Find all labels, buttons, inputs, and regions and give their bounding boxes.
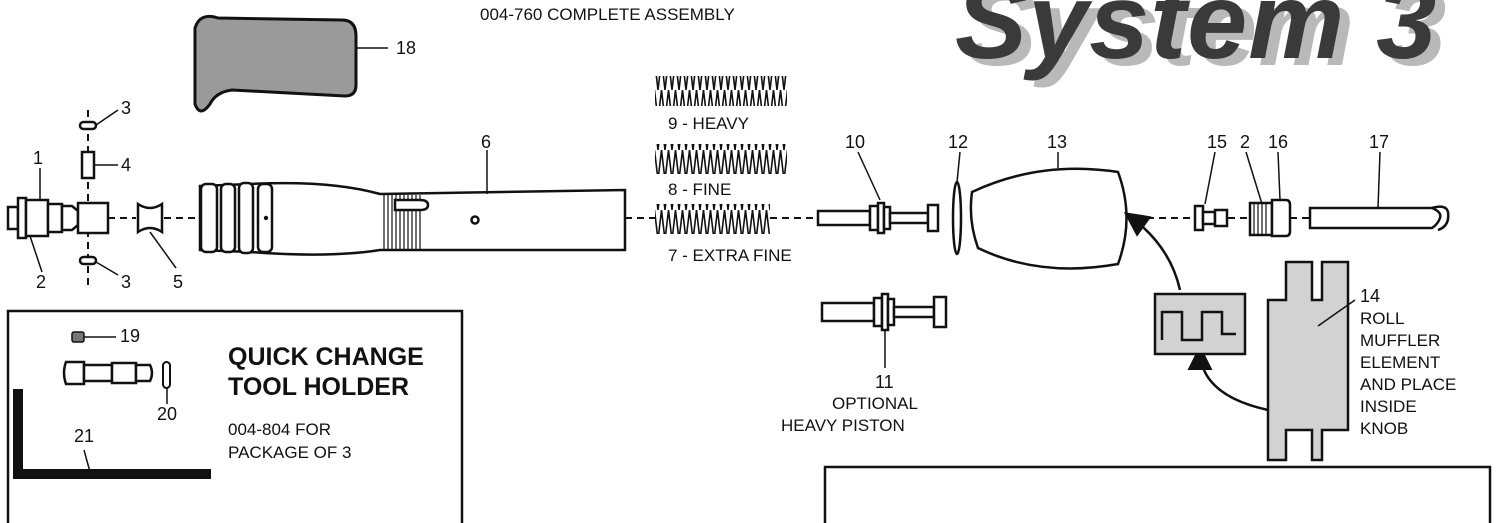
quick-change-box	[6, 309, 464, 523]
label-part-18: 18	[396, 38, 417, 58]
end-cap-part-16	[1248, 198, 1292, 238]
plug-part-15	[1193, 204, 1229, 232]
label-part-2-rear: 2	[1240, 132, 1251, 152]
tool-holder-body	[62, 360, 154, 386]
muffler-note-line-3: ELEMENT	[1360, 353, 1441, 372]
muffler-note-line-1: ROLL	[1360, 309, 1405, 328]
label-part-20: 20	[157, 404, 178, 424]
pin-part-20	[162, 361, 171, 389]
muffler-note-line-2: MUFFLER	[1360, 331, 1441, 350]
quick-change-note-line-1: 004-804 FOR	[228, 420, 331, 439]
spring-extra-fine	[655, 204, 770, 234]
setscrew-part-19	[71, 331, 85, 343]
connector-part-5	[136, 201, 164, 235]
front-collet-part-1	[6, 196, 110, 240]
assembly-title: 004-760 COMPLETE ASSEMBLY	[480, 5, 735, 24]
label-part-2-front: 2	[36, 272, 47, 292]
label-part-5: 5	[173, 272, 184, 292]
info-box	[823, 465, 1492, 523]
label-part-16: 16	[1268, 132, 1289, 152]
label-part-15: 15	[1207, 132, 1228, 152]
label-spring-heavy: 9 - HEAVY	[668, 114, 749, 133]
spring-heavy	[655, 76, 787, 106]
optional-piston-line-2: HEAVY PISTON	[781, 416, 905, 435]
label-part-11: 11	[875, 372, 894, 392]
label-part-14: 14	[1360, 286, 1381, 306]
label-part-3-top: 3	[121, 98, 132, 118]
spring-fine	[655, 144, 787, 174]
heavy-piston-part-11	[820, 292, 948, 332]
quick-change-title-line-1: QUICK CHANGE	[228, 343, 424, 371]
grip-sleeve-part-18	[193, 14, 358, 113]
rolled-muffler-element	[1153, 292, 1247, 356]
label-spring-fine: 8 - FINE	[668, 180, 732, 199]
label-part-1: 1	[33, 148, 44, 168]
label-part-10: 10	[845, 132, 866, 152]
quick-change-note-line-2: PACKAGE OF 3	[228, 443, 352, 462]
brand-logo: System 3	[955, 0, 1438, 81]
muffler-note-line-5: INSIDE	[1360, 397, 1417, 416]
label-part-13: 13	[1047, 132, 1068, 152]
piston-part-10	[816, 201, 940, 235]
label-part-3-bottom: 3	[121, 272, 132, 292]
muffler-note-line-6: KNOB	[1360, 419, 1409, 438]
quick-change-title-line-2: TOOL HOLDER	[228, 373, 410, 401]
label-part-6: 6	[481, 132, 492, 152]
washer-part-12	[951, 180, 963, 256]
hose-part-17	[1308, 205, 1450, 232]
label-part-12: 12	[948, 132, 969, 152]
label-part-4: 4	[121, 155, 132, 175]
optional-piston-line-1: OPTIONAL	[832, 394, 918, 413]
label-part-21: 21	[74, 426, 95, 446]
label-spring-extra-fine: 7 - EXTRA FINE	[668, 246, 792, 265]
pin-part-3-top	[78, 120, 98, 131]
hex-key-part-21	[13, 389, 211, 479]
flat-muffler-element-part-14	[1266, 260, 1350, 462]
label-part-19: 19	[120, 326, 141, 346]
pin-part-4	[80, 150, 96, 180]
pin-part-3-bottom	[78, 255, 98, 266]
muffler-note-line-4: AND PLACE	[1360, 375, 1457, 394]
handpiece-body-part-6	[198, 181, 627, 256]
label-part-17: 17	[1369, 132, 1390, 152]
muffler-knob-part-13	[969, 167, 1128, 270]
